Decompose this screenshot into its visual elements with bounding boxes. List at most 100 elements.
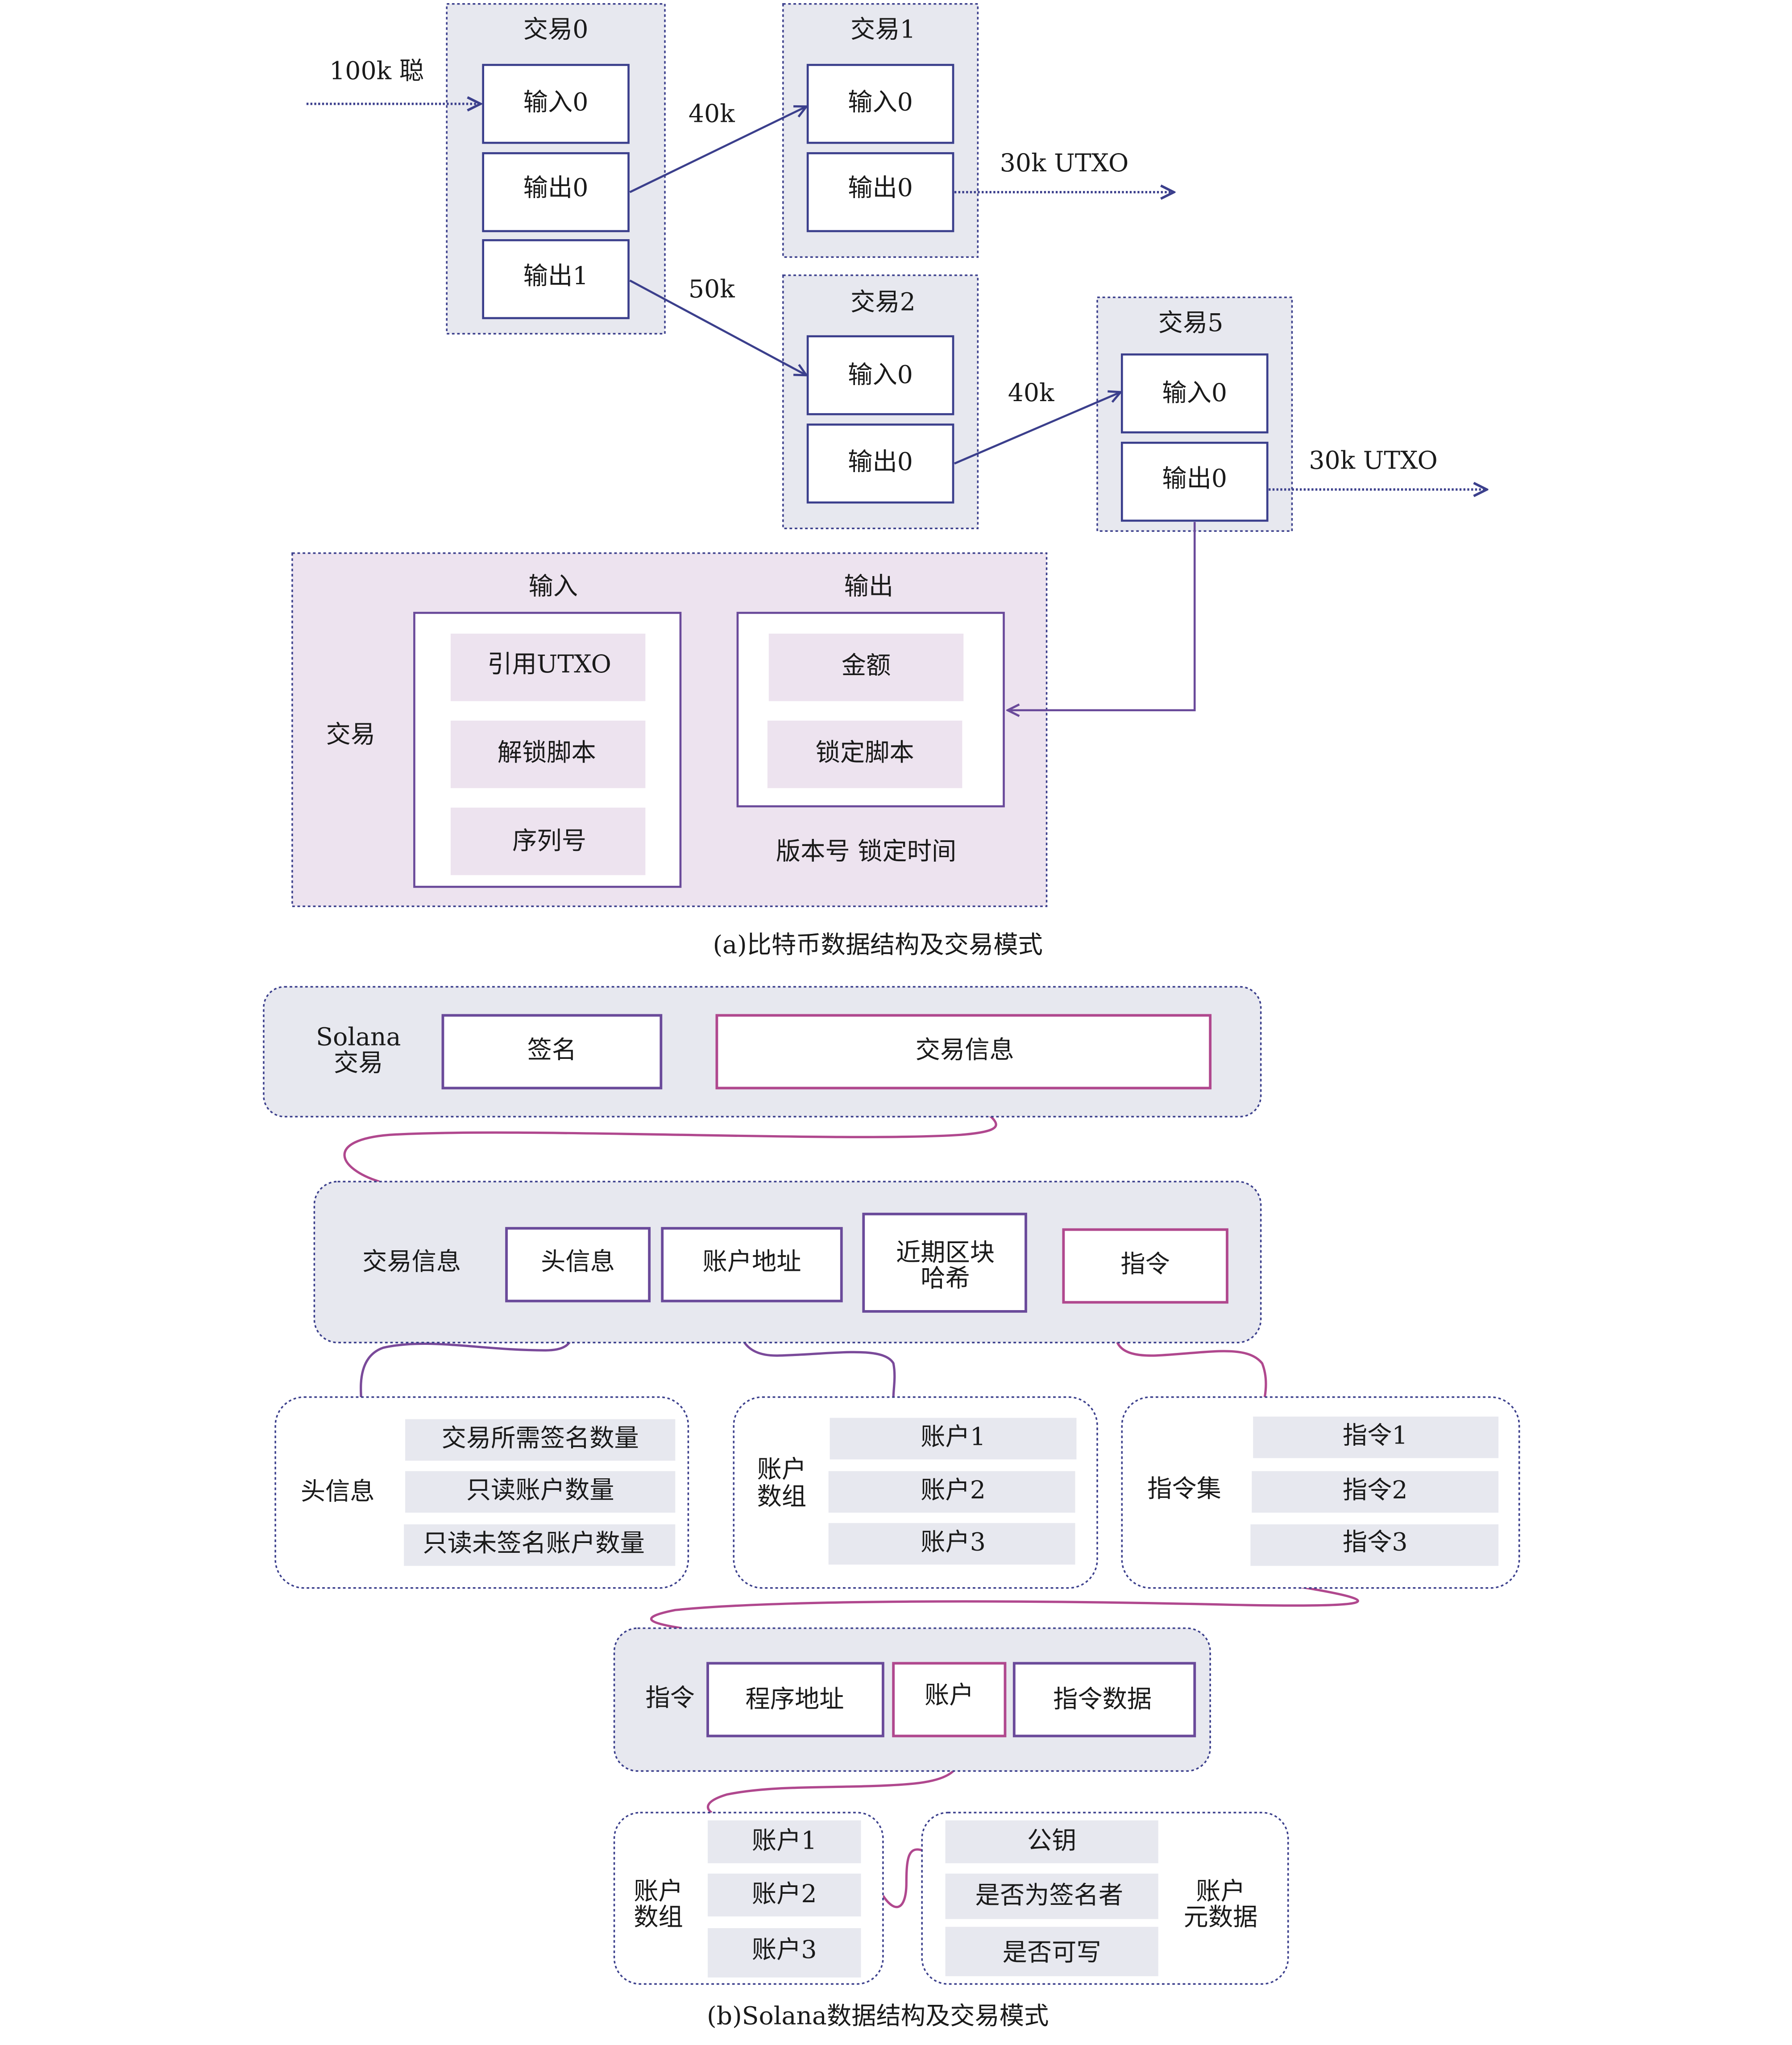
tx5-input0[interactable] — [1120, 353, 1269, 434]
account-metadata-panel: 公钥 是否为签名者 是否可写 账户 元数据 — [921, 1812, 1289, 1985]
edge-tx0-out0-to-tx1 — [629, 107, 806, 193]
metadata-field-pubkey-label: 公钥 — [1027, 1827, 1077, 1855]
input-field-ref-utxo-label: 引用UTXO — [487, 650, 611, 679]
connector-accounts-to-metadata — [882, 1848, 922, 1908]
blockhash-box[interactable] — [862, 1212, 1027, 1313]
tx2-group: 交易2 输入0 输出0 — [782, 274, 979, 530]
input-title: 输入 — [529, 572, 578, 601]
header-box[interactable] — [505, 1227, 651, 1302]
program-address-box[interactable] — [706, 1662, 884, 1738]
instruction-panel-label: 指令 — [645, 1684, 695, 1712]
instruction-panel: 指令 程序地址 账户 指令数据 — [613, 1627, 1211, 1772]
header-field-sig-count[interactable] — [405, 1419, 676, 1461]
metadata-field-pubkey[interactable] — [945, 1820, 1158, 1863]
header-field-readonly-count-label: 只读账户数量 — [466, 1476, 614, 1505]
account-item-2[interactable] — [828, 1471, 1075, 1513]
signature-label: 签名 — [527, 1036, 577, 1064]
ix-account-item-2-label: 账户2 — [752, 1880, 817, 1908]
tx5-group: 交易5 输入0 输出0 — [1096, 296, 1293, 532]
input-field-sequence-label: 序列号 — [512, 827, 586, 855]
instructions-box[interactable] — [1062, 1228, 1228, 1304]
message-box[interactable] — [715, 1014, 1212, 1090]
accounts-panel: 账户 数组 账户1 账户2 账户3 — [733, 1396, 1098, 1589]
instruction-set-panel: 指令集 指令1 指令2 指令3 — [1121, 1396, 1520, 1589]
tx1-output0[interactable] — [806, 152, 954, 232]
blockhash-label-1: 近期区块 — [896, 1238, 995, 1267]
tx1-output0-label: 输出0 — [848, 174, 913, 202]
edge-label-40k-a: 40k — [689, 100, 735, 128]
output-field-lock-script[interactable] — [767, 720, 962, 788]
tx0-output0-label: 输出0 — [523, 174, 589, 202]
output-field-amount[interactable] — [768, 634, 964, 701]
header-field-readonly-unsigned-label: 只读未签名账户数量 — [423, 1529, 644, 1558]
instruction-item-2[interactable] — [1252, 1471, 1499, 1513]
edge-label-40k-b: 40k — [1008, 379, 1054, 407]
metadata-field-is-writable-label: 是否可写 — [1003, 1938, 1101, 1967]
input-field-unlock-script[interactable] — [450, 720, 646, 788]
accounts-panel-label-2: 数组 — [757, 1482, 807, 1511]
metadata-field-is-signer[interactable] — [945, 1873, 1158, 1919]
account-item-1[interactable] — [830, 1418, 1077, 1460]
ix-account-item-3[interactable] — [708, 1928, 861, 1978]
account-item-3[interactable] — [828, 1523, 1075, 1565]
solana-tx-label-2: 交易 — [334, 1049, 383, 1078]
ix-accounts-panel: 账户 数组 账户1 账户2 账户3 — [613, 1812, 884, 1985]
metadata-field-is-writable[interactable] — [945, 1927, 1158, 1976]
accounts-panel-label-1: 账户 — [757, 1455, 807, 1484]
account-addresses-box[interactable] — [661, 1227, 843, 1302]
message-panel-label: 交易信息 — [362, 1248, 461, 1276]
ix-account-box[interactable] — [892, 1662, 1007, 1738]
tx2-title: 交易2 — [850, 288, 916, 316]
tx1-input0[interactable] — [806, 64, 954, 144]
tx1-input0-label: 输入0 — [848, 88, 913, 116]
ix-account-item-3-label: 账户3 — [752, 1936, 817, 1964]
account-item-3-label: 账户3 — [921, 1528, 986, 1556]
tx0-output0[interactable] — [482, 152, 630, 232]
tx1-utxo-label: 30k UTXO — [1000, 149, 1129, 178]
header-field-readonly-count[interactable] — [405, 1471, 676, 1513]
detail-footer: 版本号 锁定时间 — [776, 837, 956, 866]
metadata-field-is-signer-label: 是否为签名者 — [975, 1881, 1124, 1910]
header-field-readonly-unsigned[interactable] — [404, 1524, 676, 1566]
input-field-ref-utxo[interactable] — [450, 634, 646, 701]
tx1-group: 交易1 输入0 输出0 — [782, 3, 979, 258]
account-item-2-label: 账户2 — [921, 1476, 986, 1505]
tx2-output0-label: 输出0 — [848, 448, 913, 476]
tx5-input0-label: 输入0 — [1162, 379, 1227, 407]
solana-tx-panel: Solana 交易 签名 交易信息 — [263, 986, 1262, 1118]
tx5-output0[interactable] — [1120, 441, 1269, 522]
instructions-label: 指令 — [1120, 1250, 1170, 1279]
tx2-input0[interactable] — [806, 335, 954, 415]
tx2-output0[interactable] — [806, 423, 954, 504]
tx5-to-output-connector — [1008, 522, 1196, 710]
ix-accounts-label-2: 数组 — [634, 1903, 683, 1932]
input-amount-label: 100k 聪 — [329, 57, 424, 85]
tx0-output1[interactable] — [482, 239, 630, 319]
ix-data-label: 指令数据 — [1053, 1685, 1152, 1713]
header-box-label: 头信息 — [541, 1248, 615, 1276]
header-panel-label: 头信息 — [301, 1477, 375, 1506]
input-field-sequence[interactable] — [450, 807, 646, 875]
ix-accounts-label-1: 账户 — [634, 1877, 683, 1906]
account-addresses-label: 账户地址 — [702, 1248, 801, 1276]
tx0-input0[interactable] — [482, 64, 630, 144]
edge-tx2-out0-to-tx5 — [954, 392, 1120, 465]
tx1-title: 交易1 — [850, 15, 916, 44]
instruction-item-3[interactable] — [1250, 1524, 1499, 1566]
solana-tx-label-1: Solana — [316, 1023, 401, 1051]
tx5-utxo-label: 30k UTXO — [1309, 446, 1438, 475]
message-label: 交易信息 — [916, 1036, 1014, 1064]
instruction-item-1[interactable] — [1253, 1416, 1499, 1458]
account-item-1-label: 账户1 — [921, 1423, 986, 1452]
ix-account-item-2[interactable] — [708, 1873, 861, 1916]
ix-data-box[interactable] — [1012, 1662, 1196, 1738]
ix-account-item-1[interactable] — [708, 1820, 861, 1863]
tx0-input0-label: 输入0 — [523, 88, 589, 116]
signature-box[interactable] — [441, 1014, 663, 1090]
header-field-sig-count-label: 交易所需签名数量 — [442, 1424, 639, 1453]
tx0-title: 交易0 — [523, 15, 589, 44]
instruction-item-3-label: 指令3 — [1343, 1528, 1408, 1556]
tx-detail-label: 交易 — [326, 720, 376, 749]
caption-a: (a)比特币数据结构及交易模式 — [713, 931, 1043, 959]
